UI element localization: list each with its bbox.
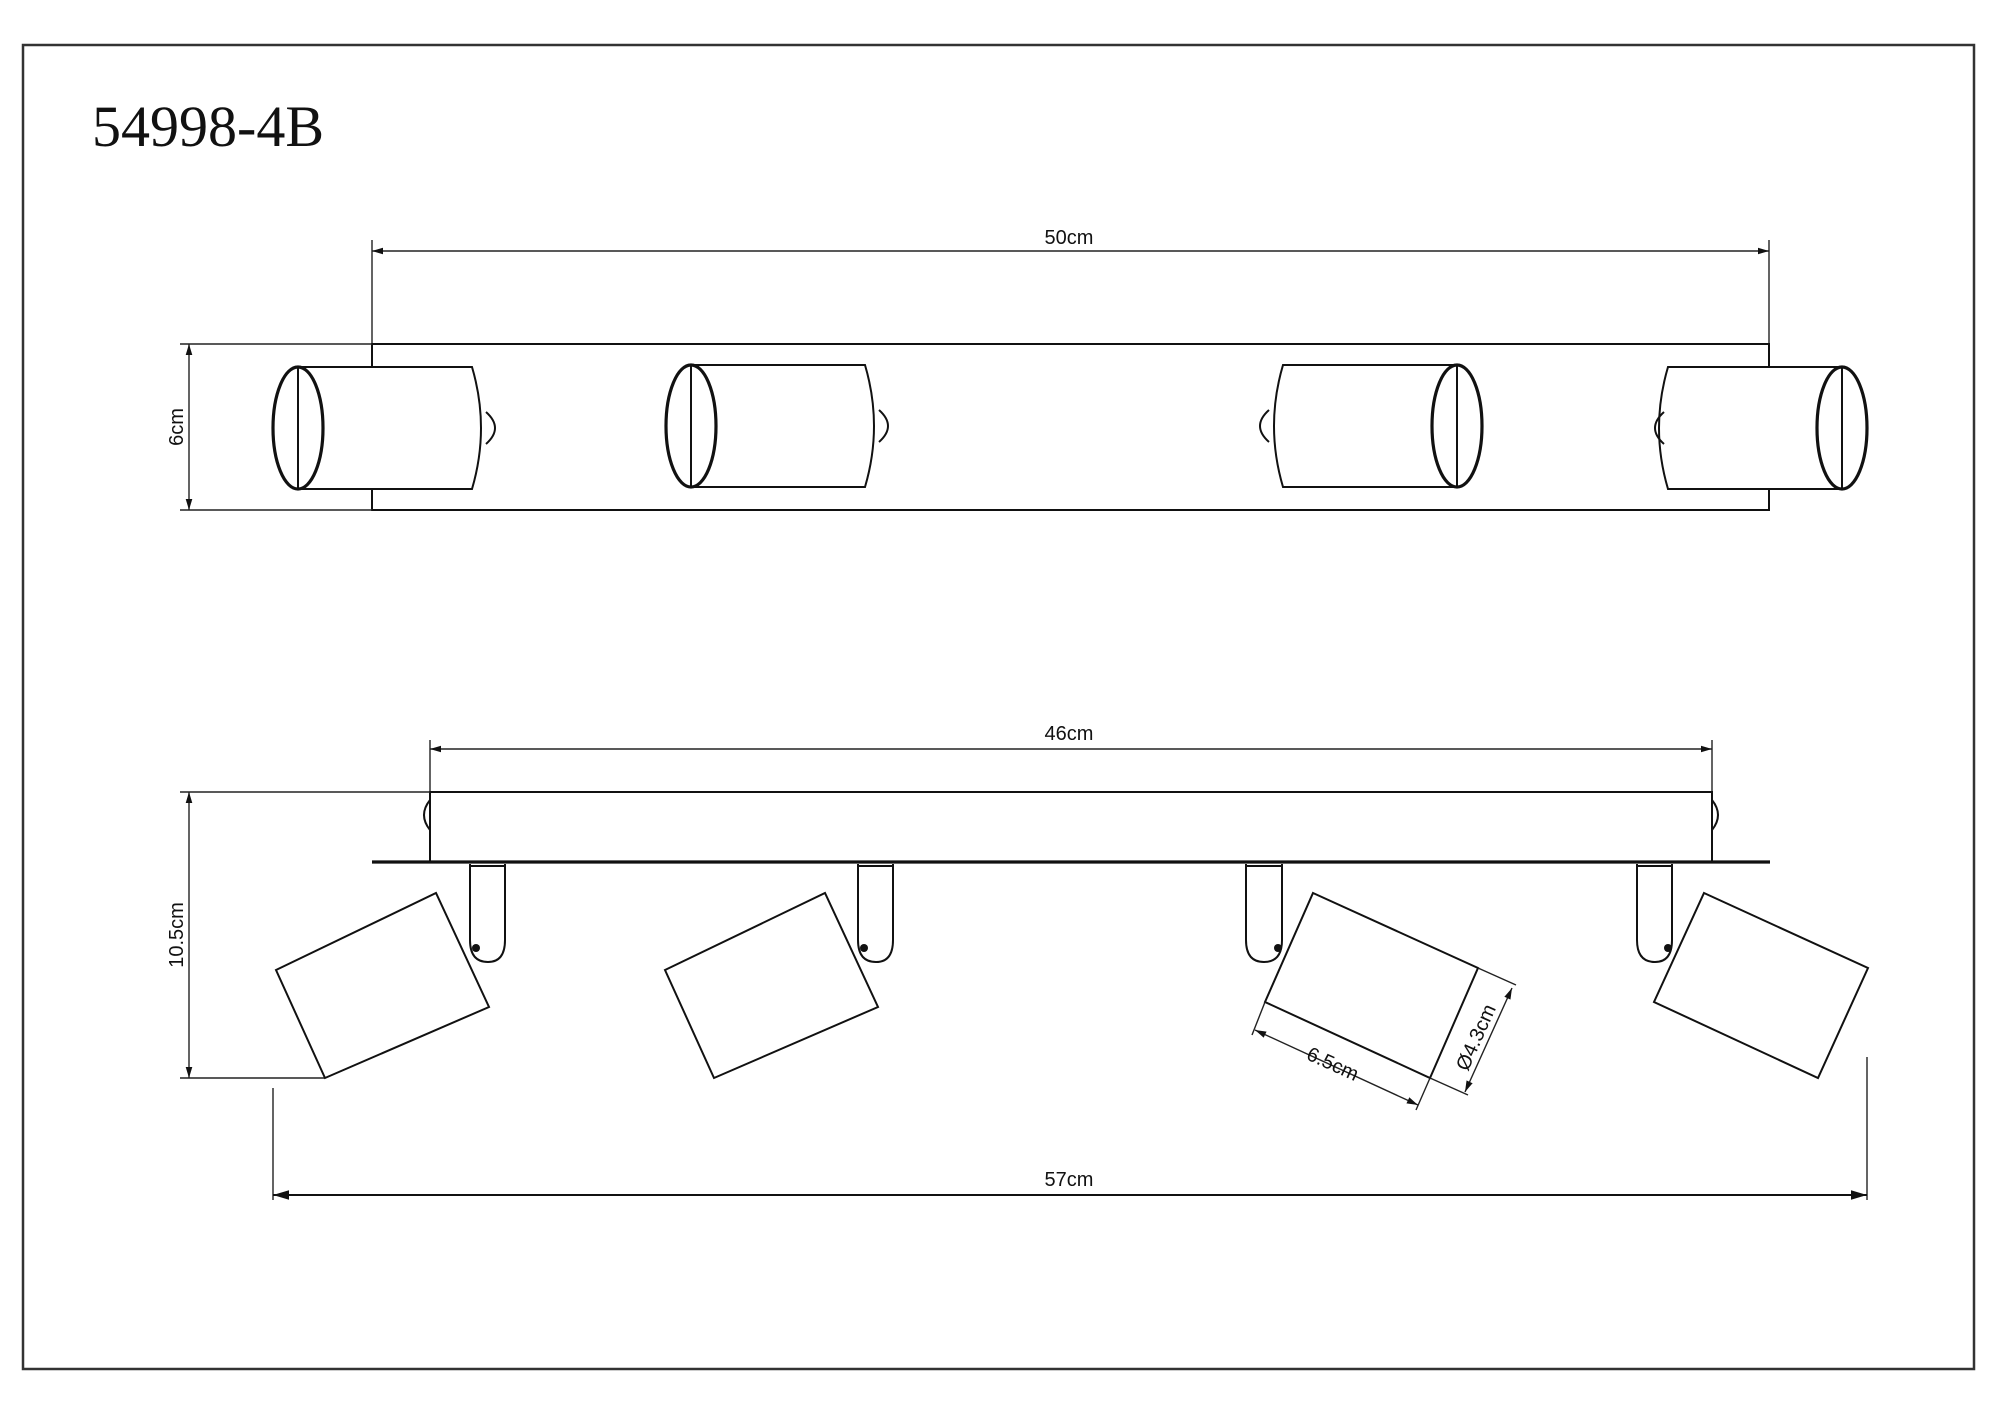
spot-top-2 bbox=[664, 363, 889, 489]
dimension-label-46cm: 46cm bbox=[1045, 723, 1094, 745]
drawing-border bbox=[21, 43, 1976, 1371]
spot-side-3: 6.5cm Ø4.3cm bbox=[1245, 864, 1517, 1111]
base-housing bbox=[429, 791, 1713, 863]
spot-top-3 bbox=[1259, 363, 1484, 489]
spot-side-4 bbox=[1636, 864, 1870, 1080]
spot-top-1 bbox=[271, 365, 496, 491]
top-view: 50cm 6cm bbox=[166, 227, 1869, 511]
dimension-line-diameter bbox=[1464, 987, 1513, 1093]
spot-side-1 bbox=[274, 864, 506, 1080]
end-cap-left bbox=[423, 799, 431, 831]
dimension-label-6cm: 6cm bbox=[166, 408, 188, 446]
spot-side-2 bbox=[663, 864, 894, 1080]
dimension-label-50cm: 50cm bbox=[1045, 227, 1094, 249]
mounting-plate-top bbox=[371, 343, 1770, 511]
side-view: 46cm 10.5cm bbox=[166, 723, 1870, 1200]
dimension-label-57cm: 57cm bbox=[1045, 1169, 1094, 1191]
dimension-line-6-5cm bbox=[1254, 1029, 1419, 1106]
dimension-label-6-5cm: 6.5cm bbox=[1303, 1043, 1362, 1086]
model-number-title: 54998-4B bbox=[92, 94, 324, 159]
spot-top-4 bbox=[1654, 365, 1869, 491]
end-cap-right bbox=[1711, 799, 1719, 831]
dimension-label-10-5cm: 10.5cm bbox=[166, 902, 188, 968]
